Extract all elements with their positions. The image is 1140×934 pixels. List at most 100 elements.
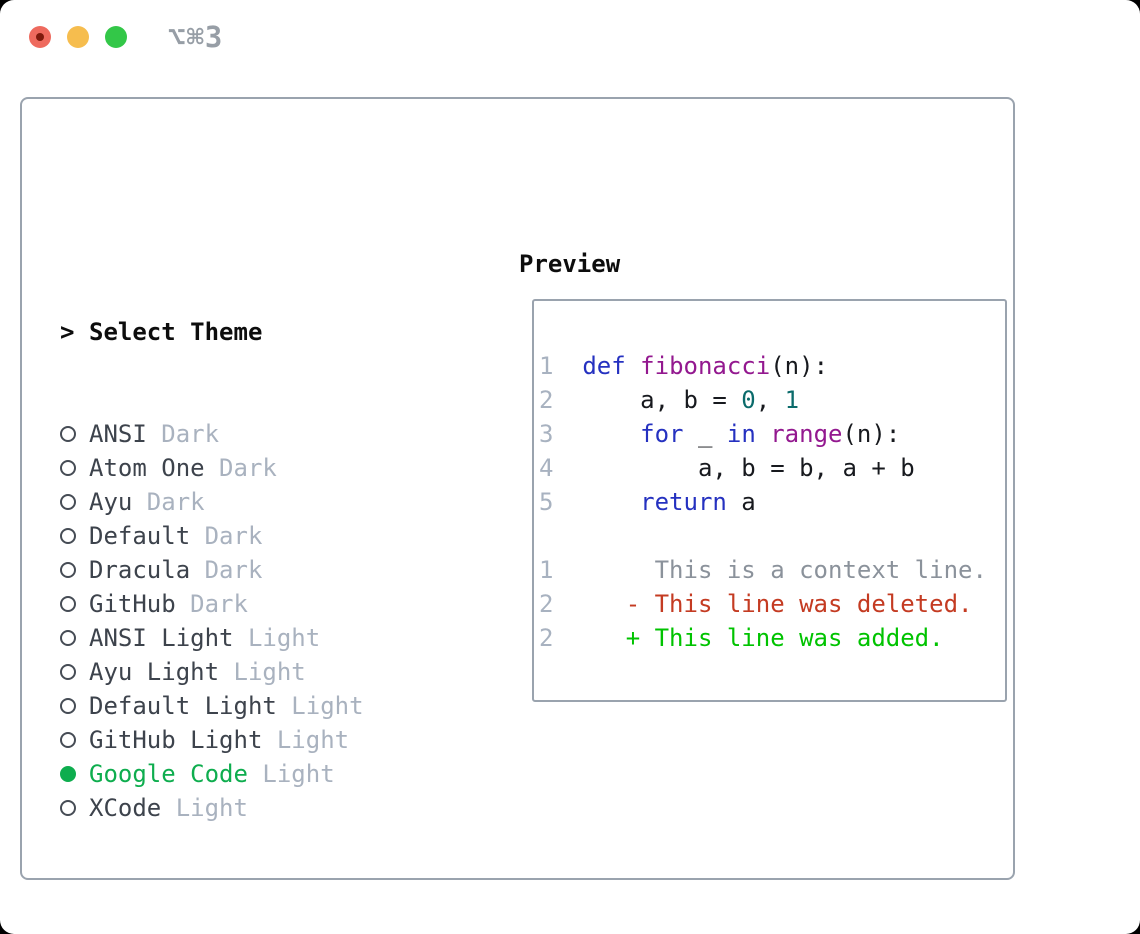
theme-option-github-light[interactable]: GitHub Light Light <box>60 723 465 757</box>
radio-cell <box>60 723 89 757</box>
code-token <box>626 352 640 380</box>
preview-line-8: 2 - This line was deleted. <box>539 587 987 621</box>
code-token <box>553 420 640 448</box>
theme-name: GitHub Light <box>89 726 263 754</box>
preview-line-1: 1 def fibonacci(n): <box>539 349 987 383</box>
code-token: def <box>582 352 626 380</box>
theme-variant: Dark <box>175 590 248 618</box>
theme-name: ANSI <box>89 420 147 448</box>
minimize-button[interactable] <box>67 26 89 48</box>
theme-name: Google Code <box>89 760 248 788</box>
preview-line-2: 2 a, b = 0, 1 <box>539 383 987 417</box>
select-theme-header-label: Select Theme <box>89 318 263 346</box>
code-token: a <box>726 488 756 516</box>
code-token: + This line was added. <box>553 624 944 652</box>
radio-icon <box>60 561 76 578</box>
theme-variant: Light <box>233 624 321 652</box>
line-number: 5 <box>539 488 554 516</box>
close-button[interactable] <box>29 26 51 48</box>
code-token <box>553 488 640 516</box>
theme-option-ayu[interactable]: Ayu Dark <box>60 485 465 519</box>
code-token: for <box>640 420 684 448</box>
radio-icon <box>60 459 76 476</box>
line-number: 1 <box>539 352 554 380</box>
code-token: 0 <box>741 386 756 414</box>
window-title: ⌥⌘3 <box>168 20 224 54</box>
radio-icon <box>60 425 76 442</box>
theme-variant: Light <box>247 760 335 788</box>
radio-cell <box>60 757 89 791</box>
preview-line-7: 1 This is a context line. <box>539 553 987 587</box>
theme-name: Ayu Light <box>89 658 220 686</box>
radio-icon <box>60 629 76 646</box>
traffic-lights <box>29 26 127 48</box>
cursor-caret-icon: > <box>60 318 75 346</box>
line-number: 2 <box>539 590 554 618</box>
theme-option-github[interactable]: GitHub Dark <box>60 587 465 621</box>
line-number: 3 <box>539 420 554 448</box>
preview-line-6 <box>539 519 987 553</box>
code-token: _ <box>683 420 727 448</box>
close-icon <box>36 33 44 41</box>
radio-icon <box>60 595 76 612</box>
preview-line-4: 4 a, b = b, a + b <box>539 451 987 485</box>
radio-cell <box>60 587 89 621</box>
theme-option-ansi[interactable]: ANSI Dark <box>60 417 465 451</box>
radio-cell <box>60 655 89 689</box>
radio-cell <box>60 553 89 587</box>
line-number: 1 <box>539 556 554 584</box>
radio-icon <box>60 697 76 714</box>
radio-cell <box>60 519 89 553</box>
preview-line-3: 3 for _ in range(n): <box>539 417 987 451</box>
select-theme-header: > Select Theme <box>60 315 465 349</box>
radio-cell <box>60 485 89 519</box>
code-token <box>756 420 770 448</box>
theme-variant: Dark <box>190 556 263 584</box>
radio-selected-icon <box>60 765 76 782</box>
spacer <box>60 893 465 927</box>
code-token: This is a context line. <box>553 556 987 584</box>
radio-icon <box>60 799 76 816</box>
theme-name: Default <box>89 522 191 550</box>
theme-option-ayu-light[interactable]: Ayu Light Light <box>60 655 465 689</box>
zoom-button[interactable] <box>105 26 127 48</box>
theme-option-default-light[interactable]: Default Light Light <box>60 689 465 723</box>
code-token: return <box>640 488 727 516</box>
code-token <box>553 352 582 380</box>
preview-header: Preview <box>519 250 621 278</box>
code-token: a, b = b, a + b <box>553 454 915 482</box>
theme-option-dracula[interactable]: Dracula Dark <box>60 553 465 587</box>
code-token: 1 <box>784 386 800 414</box>
theme-option-default[interactable]: Default Dark <box>60 519 465 553</box>
radio-icon <box>60 731 76 748</box>
radio-icon <box>60 527 76 544</box>
theme-option-atom-one[interactable]: Atom One Dark <box>60 451 465 485</box>
theme-option-google-code[interactable]: Google Code Light <box>60 757 465 791</box>
line-number: 2 <box>539 624 554 652</box>
code-token: in <box>726 420 756 448</box>
radio-icon <box>60 663 76 680</box>
theme-name: Atom One <box>89 454 205 482</box>
theme-option-ansi-light[interactable]: ANSI Light Light <box>60 621 465 655</box>
radio-cell <box>60 417 89 451</box>
preview-line-5: 5 return a <box>539 485 987 519</box>
theme-variant: Dark <box>190 522 263 550</box>
theme-name: Dracula <box>89 556 191 584</box>
theme-name: GitHub <box>89 590 176 618</box>
theme-variant: Light <box>276 692 364 720</box>
theme-name: XCode <box>89 794 162 822</box>
code-token: a, b = <box>553 386 742 414</box>
code-token: (n): <box>770 352 829 380</box>
theme-variant: Light <box>161 794 248 822</box>
radio-cell <box>60 689 89 723</box>
theme-name: Ayu <box>89 488 133 516</box>
radio-cell <box>60 791 89 825</box>
line-number: 4 <box>539 454 554 482</box>
theme-option-xcode[interactable]: XCode Light <box>60 791 465 825</box>
